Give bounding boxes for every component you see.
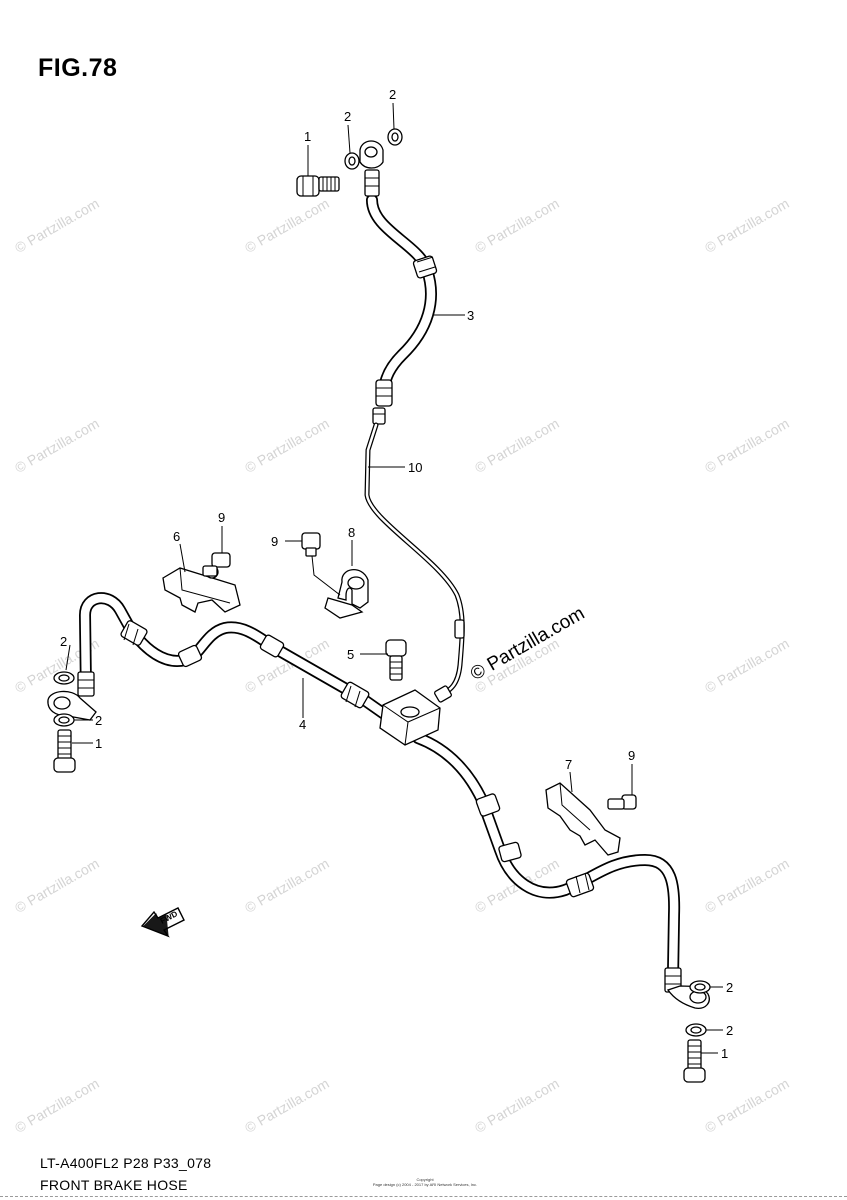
callout-hose-upper: 3 (467, 308, 474, 323)
callout-washer-left-b: 2 (95, 713, 102, 728)
callout-clamp: 8 (348, 525, 355, 540)
callout-washer-left-a: 2 (60, 634, 67, 649)
callout-bolt-bracket-left: 9 (218, 510, 225, 525)
callout-washer-right-b: 2 (726, 1023, 733, 1038)
hose-clamp (324, 569, 369, 619)
right-bracket-bolt (607, 794, 637, 810)
front-brake-hose-left (77, 592, 396, 724)
callout-bolt-clamp: 9 (271, 534, 278, 549)
right-caliper-connection (666, 980, 711, 1083)
left-hose-bracket (162, 565, 241, 613)
callout-washer-upper-a: 2 (344, 109, 351, 124)
callout-joint-bolt: 5 (347, 647, 354, 662)
callout-bolt-upper: 1 (304, 129, 311, 144)
copyright-notice: Copyright Page design (c) 2004 - 2017 by… (330, 1177, 520, 1187)
callout-bolt-bracket-right: 9 (628, 748, 635, 763)
forward-direction-arrow: FWD (140, 907, 185, 938)
upper-brake-hose (359, 140, 438, 425)
callout-bracket-left: 6 (173, 529, 180, 544)
figure-label: FIG.78 (38, 54, 118, 82)
copyright-line-1: Copyright (416, 1177, 434, 1182)
right-hose-bracket (545, 782, 621, 856)
callout-labels: 1 2 2 3 10 4 5 6 9 9 8 7 9 2 2 1 2 2 1 (60, 87, 733, 1061)
brake-pipe (364, 422, 465, 703)
assembly-title: FRONT BRAKE HOSE (40, 1177, 188, 1193)
leader-lines (65, 102, 723, 1054)
left-caliper-connection (47, 671, 97, 773)
clamp-bolt (301, 532, 321, 557)
three-way-joint (379, 689, 441, 746)
callout-bolt-right: 1 (721, 1046, 728, 1061)
bottom-rule (0, 1196, 847, 1197)
callout-hose-front: 4 (299, 717, 306, 732)
upper-banjo-bolt (296, 175, 340, 197)
joint-bolt (385, 639, 407, 681)
callout-pipe: 10 (408, 460, 422, 475)
callout-washer-upper-b: 2 (389, 87, 396, 102)
callout-washer-right-a: 2 (726, 980, 733, 995)
copyright-line-2: Page design (c) 2004 - 2017 by ARI Netwo… (372, 1182, 478, 1187)
left-bracket-bolt (202, 552, 231, 577)
model-code: LT-A400FL2 P28 P33_078 (40, 1155, 212, 1171)
front-brake-hose-right (412, 732, 682, 993)
callout-bracket-right: 7 (565, 757, 572, 772)
callout-bolt-left: 1 (95, 736, 102, 751)
